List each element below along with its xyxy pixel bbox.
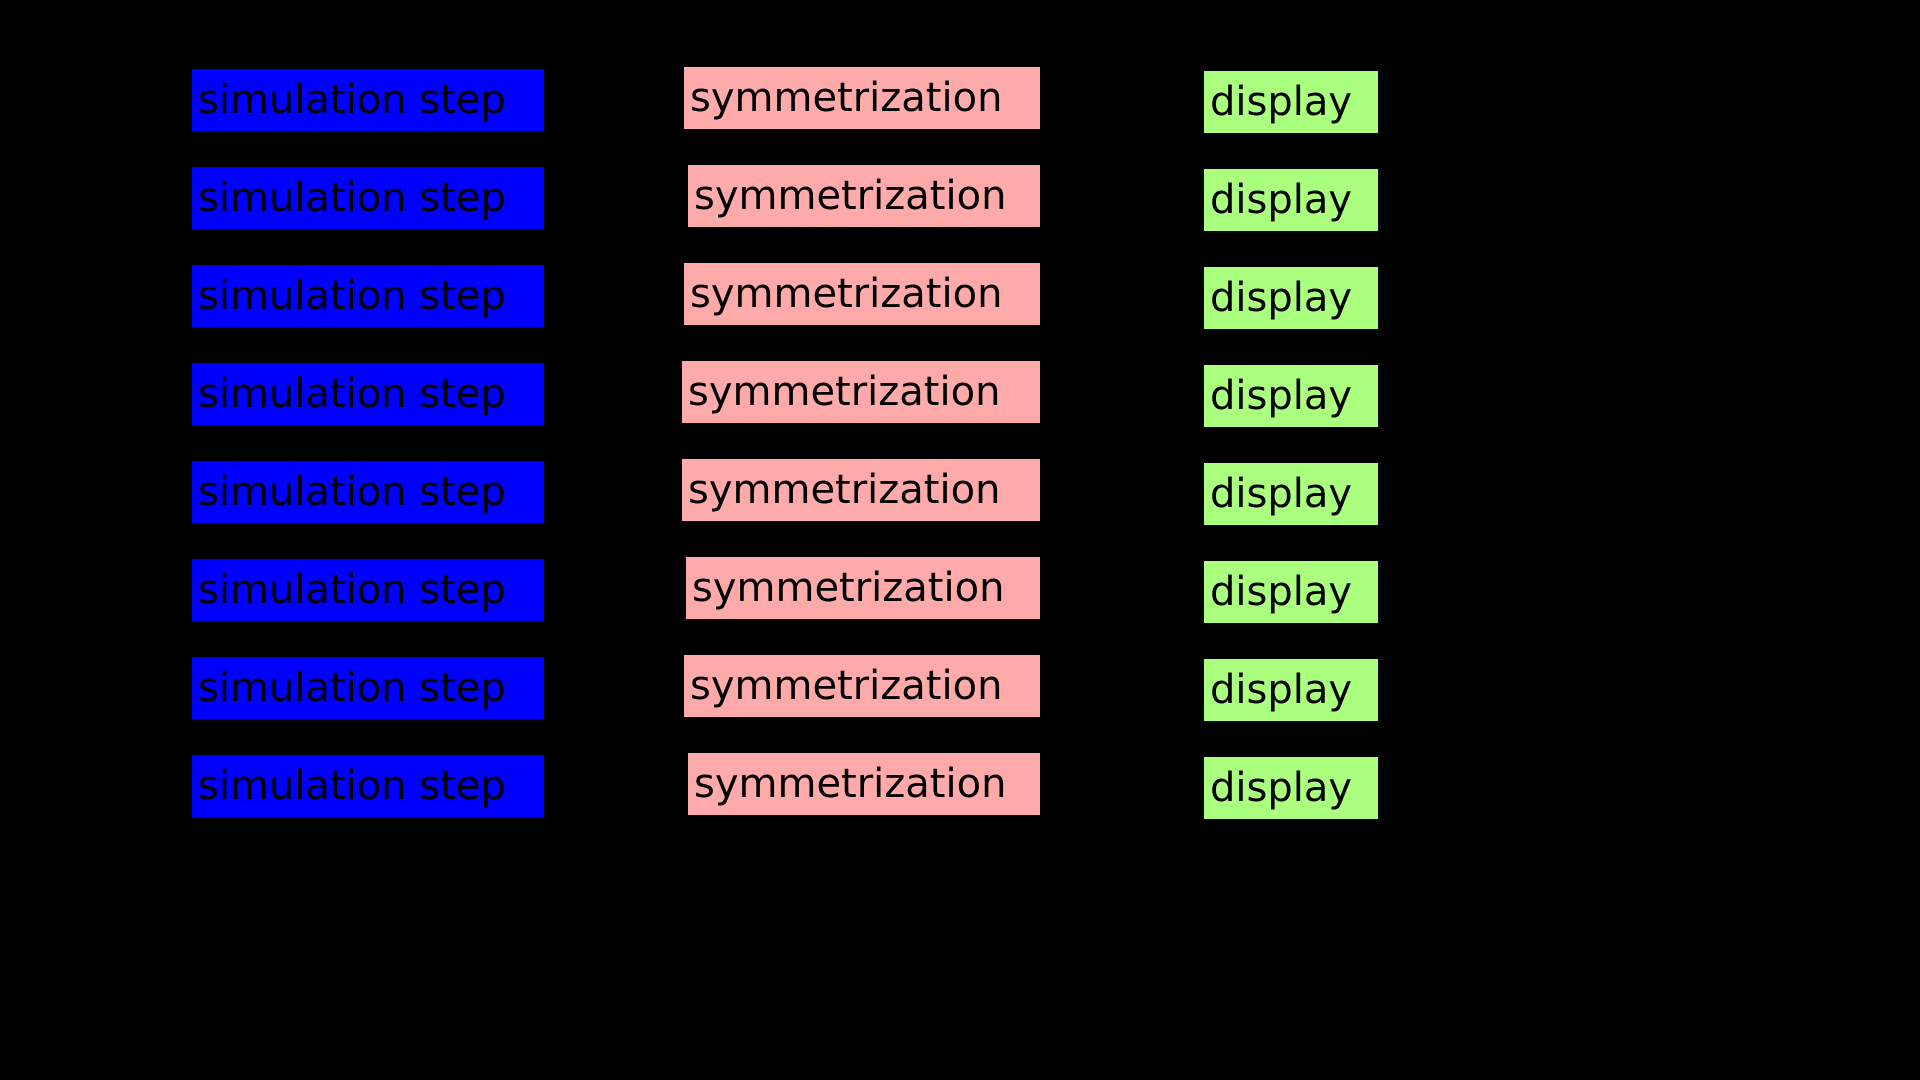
task-block-label: display [1210,765,1353,811]
task-block-label: display [1210,275,1353,321]
task-block-display[interactable]: display [1204,71,1378,133]
task-block-display[interactable]: display [1204,659,1378,721]
task-block-symmetrization[interactable]: symmetrization [682,361,1040,423]
task-block-display[interactable]: display [1204,757,1378,819]
task-block-label: simulation step [198,763,506,809]
task-block-display[interactable]: display [1204,365,1378,427]
task-block-label: symmetrization [690,271,1003,317]
task-block-label: simulation step [198,77,506,123]
task-block-simulation-step[interactable]: simulation step [192,69,544,131]
task-block-label: simulation step [198,273,506,319]
task-block-label: display [1210,667,1353,713]
task-block-label: display [1210,177,1353,223]
task-block-simulation-step[interactable]: simulation step [192,265,544,327]
task-block-simulation-step[interactable]: simulation step [192,167,544,229]
task-block-symmetrization[interactable]: symmetrization [688,165,1040,227]
task-block-symmetrization[interactable]: symmetrization [684,67,1040,129]
task-block-label: simulation step [198,371,506,417]
task-block-simulation-step[interactable]: simulation step [192,657,544,719]
task-block-label: simulation step [198,665,506,711]
task-block-display[interactable]: display [1204,463,1378,525]
task-block-label: display [1210,471,1353,517]
task-block-label: simulation step [198,469,506,515]
task-block-label: symmetrization [694,173,1007,219]
task-block-simulation-step[interactable]: simulation step [192,461,544,523]
task-block-label: display [1210,569,1353,615]
task-block-label: simulation step [198,567,506,613]
task-block-label: symmetrization [688,467,1001,513]
task-block-simulation-step[interactable]: simulation step [192,363,544,425]
task-block-label: symmetrization [692,565,1005,611]
task-block-symmetrization[interactable]: symmetrization [686,557,1040,619]
task-block-symmetrization[interactable]: symmetrization [684,655,1040,717]
task-block-symmetrization[interactable]: symmetrization [688,753,1040,815]
task-block-symmetrization[interactable]: symmetrization [682,459,1040,521]
task-block-simulation-step[interactable]: simulation step [192,559,544,621]
task-block-simulation-step[interactable]: simulation step [192,755,544,817]
task-block-label: symmetrization [690,75,1003,121]
task-block-label: symmetrization [694,761,1007,807]
task-block-label: symmetrization [688,369,1001,415]
task-block-label: display [1210,373,1353,419]
task-block-display[interactable]: display [1204,561,1378,623]
task-block-label: symmetrization [690,663,1003,709]
task-block-label: display [1210,79,1353,125]
task-block-symmetrization[interactable]: symmetrization [684,263,1040,325]
task-block-display[interactable]: display [1204,169,1378,231]
task-block-label: simulation step [198,175,506,221]
task-block-display[interactable]: display [1204,267,1378,329]
